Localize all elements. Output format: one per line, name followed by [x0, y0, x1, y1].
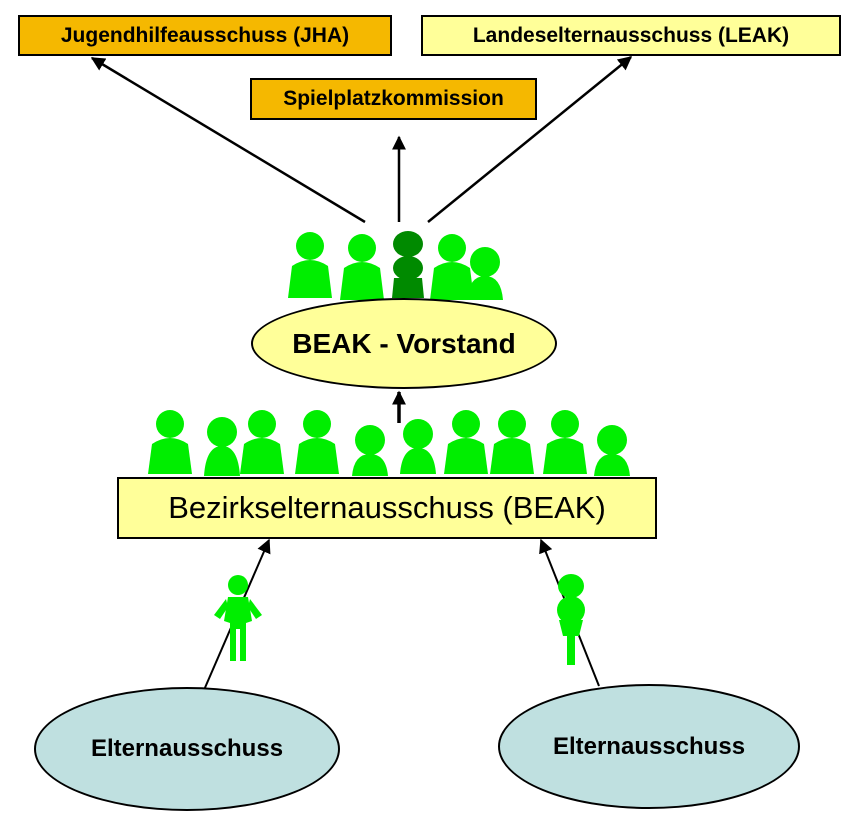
person-icon: [543, 410, 587, 474]
person-icon: [295, 410, 339, 474]
person-icon: [240, 410, 284, 474]
vorstand-figures: [288, 231, 503, 300]
person-icon: [430, 234, 474, 300]
person-icon: [400, 419, 436, 474]
arrow-to-leak: [427, 56, 633, 223]
committee-leak-box: Landeselternausschuss (LEAK): [421, 15, 841, 56]
arrow-to-jha: [90, 56, 366, 224]
person-icon: [352, 425, 388, 476]
committee-jha-box: Jugendhilfeausschuss (JHA): [18, 15, 392, 56]
person-icon: [148, 410, 192, 474]
mother-figure-icon: [557, 574, 585, 665]
parents-committee-left: Elternausschuss: [34, 687, 340, 811]
person-icon: [340, 234, 384, 300]
person-icon: [288, 232, 332, 298]
person-icon: [490, 410, 534, 474]
person-icon: [594, 425, 630, 476]
person-icon: [467, 247, 503, 300]
parents-committee-right: Elternausschuss: [498, 684, 800, 809]
father-figure-icon: [214, 575, 262, 661]
beak-figures: [148, 410, 630, 476]
person-icon: [204, 417, 240, 476]
person-icon: [444, 410, 488, 474]
vorstand-ellipse: BEAK - Vorstand: [251, 298, 557, 389]
beak-box: Bezirkselternausschuss (BEAK): [117, 477, 657, 539]
committee-spielplatz-box: Spielplatzkommission: [250, 78, 537, 120]
person-icon: [392, 231, 424, 298]
